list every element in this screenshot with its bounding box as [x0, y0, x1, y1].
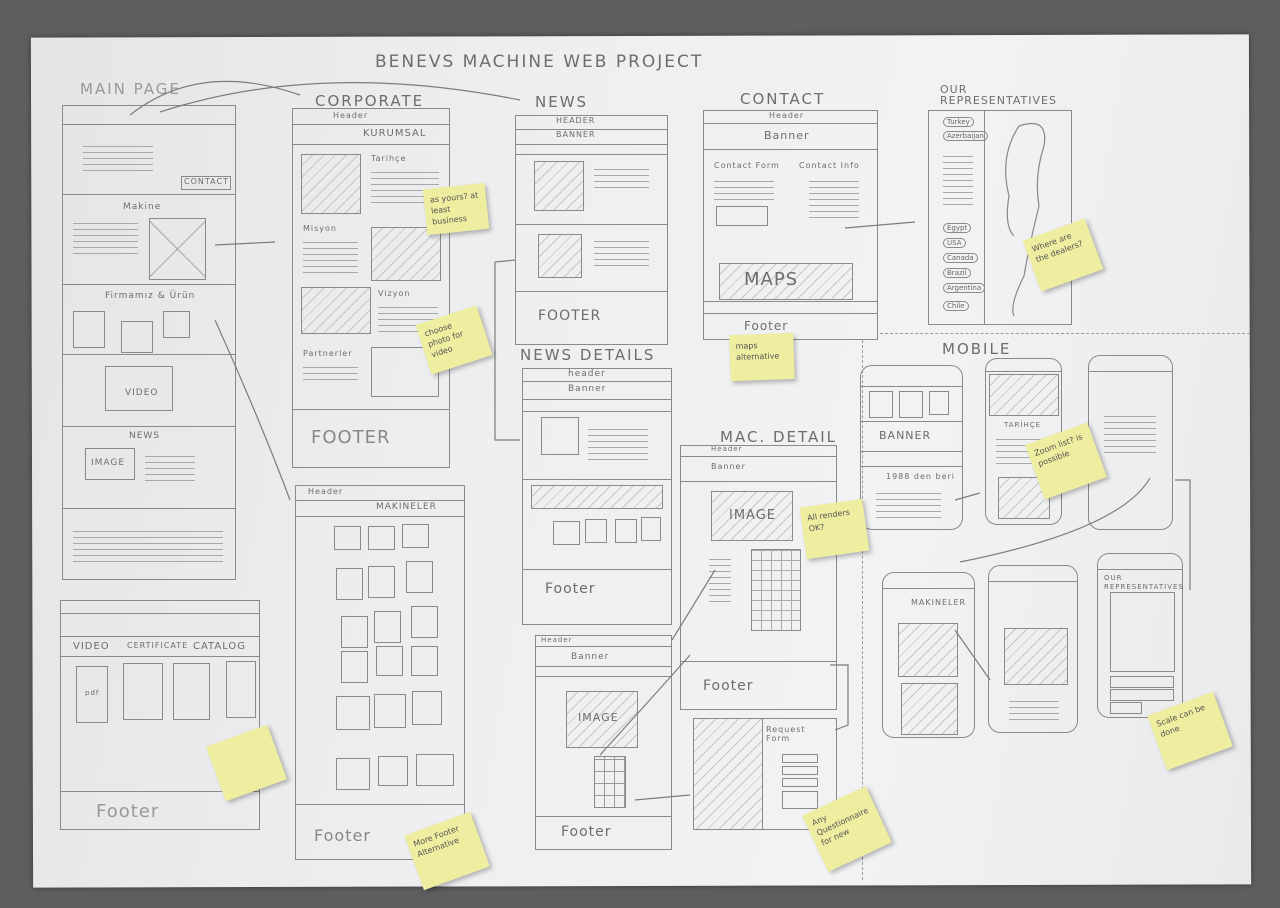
makine-label: Makine: [123, 202, 162, 212]
maps-label: MAPS: [744, 269, 799, 290]
request-form-wireframe: Request Form: [693, 718, 837, 830]
header-label: Header: [711, 445, 743, 453]
country-item: Azerbaijan: [943, 131, 988, 141]
footer-label: Footer: [561, 824, 612, 840]
country-item: Argentina: [943, 283, 986, 293]
header-label: HEADER: [556, 116, 596, 125]
contact-button-sketch: CONTACT: [184, 177, 229, 186]
news-label: NEWS: [129, 431, 161, 441]
video-label: VIDEO: [125, 388, 159, 398]
tab-catalog: CATALOG: [193, 641, 247, 652]
banner-label: BANNER: [556, 130, 596, 139]
header-label: Header: [769, 111, 805, 120]
header-label: header: [568, 369, 606, 379]
banner-label: Banner: [711, 462, 746, 471]
project-title: BENEVS MACHINE WEB PROJECT: [375, 52, 704, 72]
product-page-wireframe: VIDEO CERTIFICATE CATALOG pdf Footer: [60, 600, 260, 830]
sticky-note: All renders OK?: [799, 498, 870, 560]
tab-certificate: CERTIFICATE: [127, 641, 189, 650]
makineler-title: MAKINELER: [376, 502, 437, 512]
footer-label: Footer: [703, 678, 754, 694]
request-form-label: Request Form: [766, 725, 806, 743]
news-gallery-wireframe: Header Banner IMAGE Footer: [535, 635, 672, 850]
our-representatives-label: OUR REPRESENTATIVES: [1104, 574, 1184, 591]
mobile-label: MOBILE: [942, 340, 1012, 358]
news-details-wireframe: header Banner Footer: [522, 368, 672, 625]
banner-label: Banner: [764, 129, 810, 142]
sticky-note: as yours? at least business: [422, 182, 490, 236]
map-outline-icon: [1005, 122, 1046, 316]
misyon-label: Misyon: [303, 224, 337, 233]
country-item: Turkey: [943, 117, 974, 127]
banner-label: BANNER: [879, 429, 932, 442]
image-label: IMAGE: [578, 711, 619, 724]
makineler-label: MAKINELER: [911, 598, 967, 607]
mobile-product-wireframe: [988, 565, 1078, 733]
news-details-label: NEWS DETAILS: [520, 346, 656, 364]
banner-label: Banner: [568, 384, 607, 394]
contact-wireframe: Header Banner Contact Form Contact Info …: [703, 110, 878, 340]
representatives-label: OUR REPRESENTATIVES: [940, 83, 1057, 107]
main-page-label: MAIN PAGE: [80, 80, 181, 98]
contact-label: CONTACT: [740, 90, 826, 108]
makineler-wireframe: Header MAKINELER Footer: [295, 485, 465, 860]
partnerler-label: Partnerler: [303, 349, 353, 358]
corporate-label: CORPORATE: [315, 92, 425, 110]
image-label: IMAGE: [91, 458, 126, 468]
representatives-wireframe: Turkey Azerbaijan Egypt USA Canada Brazi…: [928, 110, 1072, 325]
tab-video: VIDEO: [73, 641, 110, 652]
banner-label: Banner: [571, 652, 610, 662]
footer-label: Footer: [545, 581, 596, 597]
desktop-mobile-divider: [880, 333, 1250, 334]
footer-label: Footer: [314, 826, 371, 845]
country-item: Canada: [943, 253, 978, 263]
mobile-representatives-wireframe: OUR REPRESENTATIVES: [1097, 553, 1183, 718]
kurumsal-banner: KURUMSAL: [363, 128, 427, 139]
mobile-menu-wireframe: [1088, 355, 1173, 530]
mac-detail-label: MAC. DETAIL: [720, 428, 838, 446]
image-label: IMAGE: [729, 508, 777, 523]
country-item: USA: [943, 238, 966, 248]
footer-label: Footer: [96, 801, 160, 822]
contact-form-label: Contact Form: [714, 161, 780, 170]
mobile-home-wireframe: BANNER 1988 den beri: [860, 365, 963, 530]
main-page-wireframe: CONTACT Makine Firmamız & Ürün VIDEO NEW…: [62, 105, 236, 580]
header-label: Header: [333, 111, 369, 120]
country-item: Brazil: [943, 268, 971, 278]
tarihce-label: TARİHÇE: [1004, 421, 1042, 429]
header-label: Header: [541, 636, 573, 644]
footer-label: Footer: [744, 319, 789, 333]
pdf-label: pdf: [85, 689, 100, 697]
news-label: NEWS: [535, 93, 589, 111]
country-item: Egypt: [943, 223, 972, 233]
contact-info-label: Contact Info: [799, 161, 860, 170]
vizyon-label: Vizyon: [378, 289, 411, 298]
country-item: Chile: [943, 301, 969, 311]
firmamiz-label: Firmamız & Ürün: [105, 291, 196, 301]
news-wireframe: HEADER BANNER FOOTER: [515, 115, 668, 345]
footer-label: FOOTER: [538, 308, 602, 324]
sticky-note: maps alternative: [729, 332, 795, 382]
footer-label: FOOTER: [311, 427, 391, 448]
desktop-mobile-divider: [862, 340, 863, 880]
year-text: 1988 den beri: [886, 472, 956, 481]
mac-detail-wireframe: Header Banner IMAGE Footer: [680, 445, 837, 710]
header-label: Header: [308, 487, 344, 496]
tarihce-label: Tarihçe: [371, 154, 407, 163]
mobile-makineler-wireframe: MAKINELER: [882, 572, 975, 738]
